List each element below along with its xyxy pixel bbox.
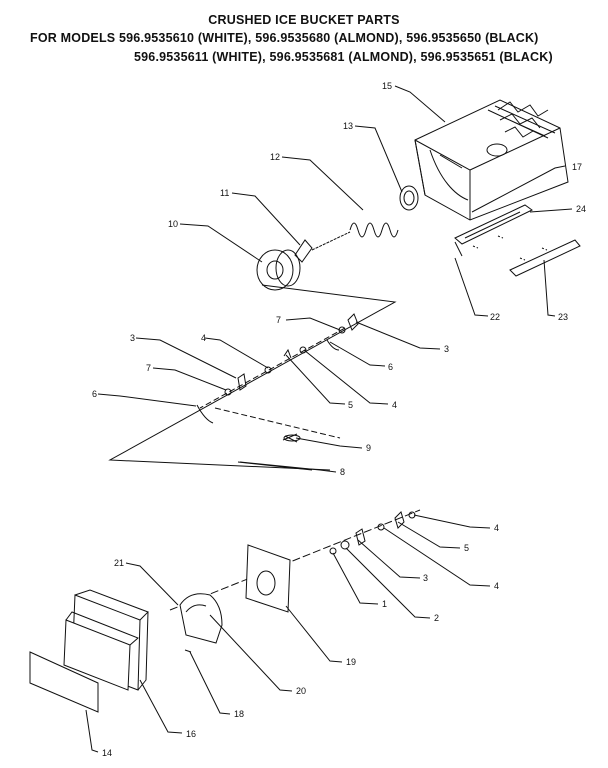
part-19-plate [245, 544, 291, 613]
callout-4-lower-right: 4 [494, 523, 499, 533]
callout-15: 15 [382, 81, 392, 91]
part-16-front [63, 589, 149, 691]
callout-2: 2 [434, 613, 439, 623]
callout-21: 21 [114, 558, 124, 568]
callout-labels: 15 13 12 17 11 24 10 22 23 7 3 3 4 6 7 5… [92, 81, 586, 758]
part-5-spacer-lower [394, 511, 405, 529]
callout-4-lower: 4 [494, 581, 499, 591]
callout-7-left: 7 [146, 363, 151, 373]
callout-8: 8 [340, 467, 345, 477]
callout-5-lower: 5 [464, 543, 469, 553]
part-3-clip-bottom [355, 528, 366, 546]
callout-3-left: 3 [130, 333, 135, 343]
part-2-washer [340, 540, 350, 550]
callout-4-mid: 4 [392, 400, 397, 410]
part-4-washer-mid [264, 366, 272, 374]
part-7-nut-lower [224, 388, 232, 396]
callout-3-upper: 3 [444, 344, 449, 354]
part-5-spacer-upper [283, 348, 292, 359]
callout-14: 14 [102, 748, 112, 758]
callout-6-left: 6 [92, 389, 97, 399]
callout-18: 18 [234, 709, 244, 719]
callout-13: 13 [343, 121, 353, 131]
callout-23: 23 [558, 312, 568, 322]
part-22-screw [454, 241, 463, 257]
callout-6-upper: 6 [388, 362, 393, 372]
part-4-washer-upper [299, 346, 307, 354]
callout-11: 11 [220, 188, 229, 198]
callout-16: 16 [186, 729, 196, 739]
part-6-bushing-lower [196, 404, 214, 424]
callout-9: 9 [366, 443, 371, 453]
part-6-bushing-upper [326, 339, 340, 351]
callout-7-upper: 7 [276, 315, 281, 325]
part-14-label [29, 651, 99, 713]
callout-1: 1 [382, 599, 387, 609]
models-line-2: 596.9535611 (WHITE), 596.9535681 (ALMOND… [134, 50, 553, 64]
callout-3-bottom: 3 [423, 573, 428, 583]
part-24-rail [454, 204, 533, 245]
callout-19: 19 [346, 657, 356, 667]
callout-12: 12 [270, 152, 280, 162]
part-3-clip-upper [347, 313, 359, 331]
part-9-shaft [282, 433, 301, 443]
callout-17: 17 [572, 162, 582, 172]
part-4-washer-lower [377, 523, 385, 531]
diagram-title: CRUSHED ICE BUCKET PARTS [208, 13, 400, 27]
callout-5-upper: 5 [348, 400, 353, 410]
part-10-wheel [256, 249, 301, 291]
part-20-housing [179, 593, 223, 644]
part-11-blade [294, 231, 351, 263]
callout-10: 10 [168, 219, 178, 229]
callout-20: 20 [296, 686, 306, 696]
part-15-ice-bucket [414, 99, 569, 221]
part-3-clip-lower [237, 373, 247, 391]
callout-24: 24 [576, 204, 586, 214]
part-23-rail [509, 239, 581, 277]
part-13-ring [399, 185, 419, 211]
part-12-spring [349, 222, 399, 238]
models-line-1: FOR MODELS 596.9535610 (WHITE), 596.9535… [30, 31, 539, 45]
callout-4-left: 4 [201, 333, 206, 343]
part-18-screw [184, 649, 192, 653]
callout-22: 22 [490, 312, 500, 322]
